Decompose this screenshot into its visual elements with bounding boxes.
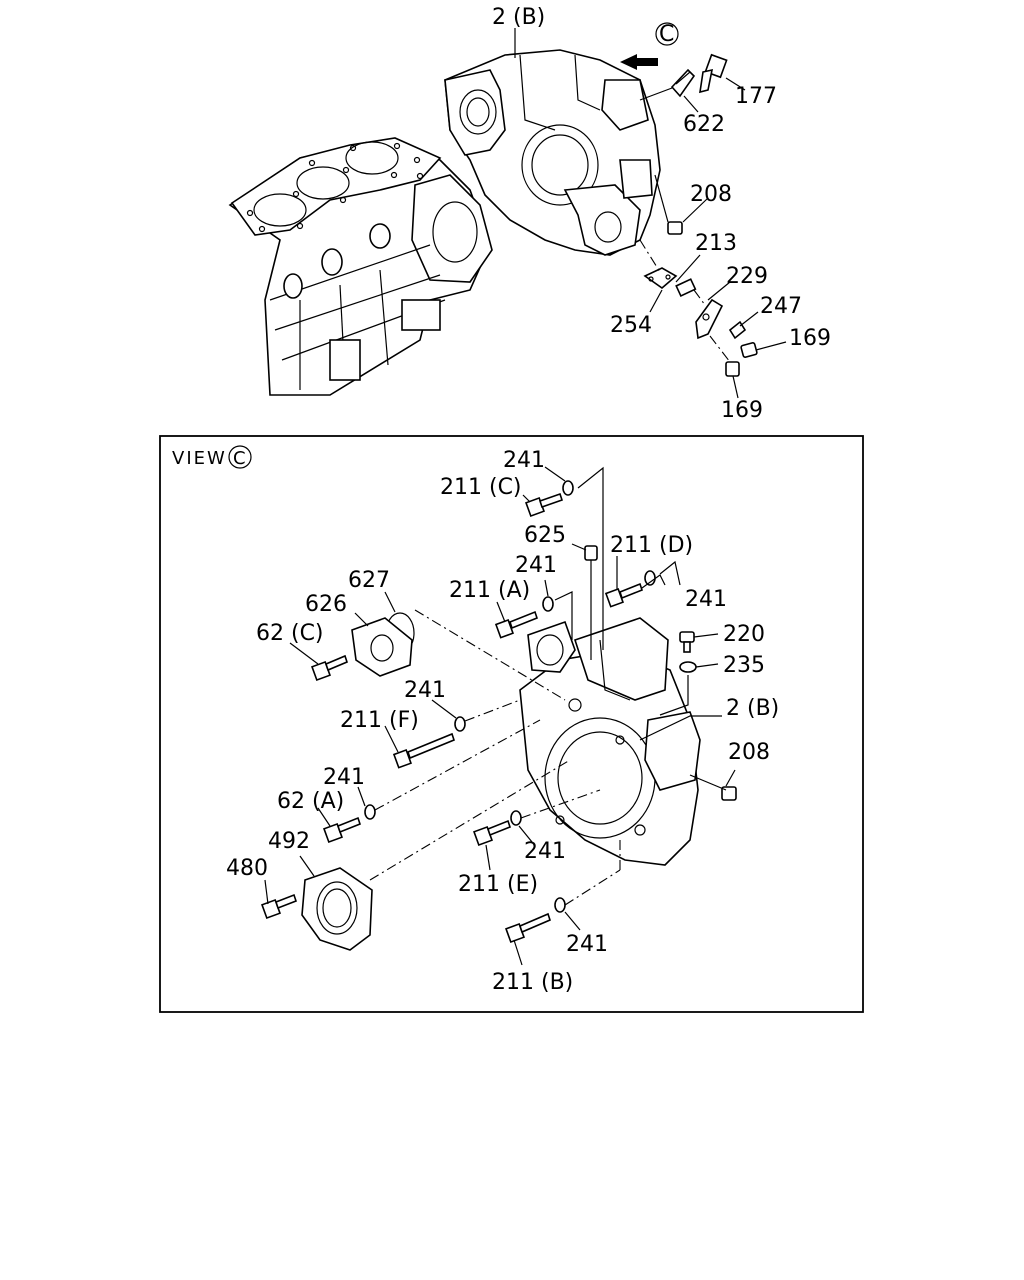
- label-241-62a: 241: [323, 765, 365, 790]
- part-229-bracket: [695, 298, 724, 340]
- label-177: 177: [735, 84, 777, 109]
- view-c-arrow: [620, 54, 658, 70]
- part-235-washer: [679, 661, 697, 673]
- view-labels: 241 211 (C) 625 211 (D) 241 627 211 (A) …: [226, 448, 779, 995]
- part-492-oil-seal-cover: [301, 867, 373, 951]
- part-241-washer-a: [542, 596, 554, 612]
- label-211c: 211 (C): [440, 475, 522, 500]
- part-211b-bolt: [505, 912, 551, 943]
- label-c-mark: C: [659, 22, 674, 47]
- label-2b: 2 (B): [492, 5, 545, 30]
- label-208: 208: [690, 182, 732, 207]
- engine-block-illustration: [228, 137, 493, 396]
- part-177-bolt: [699, 53, 728, 94]
- top-labels: 2 (B) C 177 622 208 213 229 247 254 169 …: [492, 5, 831, 423]
- label-627: 627: [348, 568, 390, 593]
- label-169-b: 169: [721, 398, 763, 423]
- part-622-sensor: [670, 68, 696, 98]
- part-211c-bolt: [525, 492, 564, 517]
- label-229: 229: [726, 264, 768, 289]
- label-62c: 62 (C): [256, 621, 324, 646]
- part-211f-bolt: [392, 732, 455, 769]
- label-62a: 62 (A): [277, 789, 344, 814]
- label-208-view: 208: [728, 740, 770, 765]
- view-title-circle: [228, 445, 252, 469]
- label-626: 626: [305, 592, 347, 617]
- label-211b: 211 (B): [492, 970, 573, 995]
- label-211e: 211 (E): [458, 872, 538, 897]
- label-241-e: 241: [524, 839, 566, 864]
- view-title: VIEW: [172, 448, 227, 469]
- label-169-a: 169: [789, 326, 831, 351]
- part-247-clip: [728, 320, 747, 340]
- label-211d: 211 (D): [610, 533, 693, 558]
- part-241-washer-f: [454, 716, 466, 732]
- part-211d-bolt: [604, 582, 643, 608]
- part-211e-bolt: [473, 819, 511, 846]
- view-title-mark: C: [233, 448, 246, 469]
- view-leader-lines: [264, 466, 736, 966]
- part-241-washer-62a: [364, 804, 376, 820]
- part-211a-bolt: [494, 610, 538, 639]
- part-241-washer-e: [510, 810, 522, 826]
- label-235: 235: [723, 653, 765, 678]
- part-208-plug: [667, 221, 683, 235]
- part-254-gasket: [643, 267, 678, 290]
- top-leader-lines: [514, 28, 787, 399]
- part-626-cover: [351, 617, 413, 677]
- label-241-a: 241: [515, 553, 557, 578]
- part-213-fitting: [675, 278, 697, 297]
- view-c-frame: [159, 435, 864, 1013]
- part-169-nut-b: [725, 361, 740, 377]
- label-211a: 211 (A): [449, 578, 530, 603]
- part-220-bolt: [679, 631, 695, 653]
- label-254: 254: [610, 313, 652, 338]
- part-169-nut-a: [740, 342, 758, 358]
- part-480-bolt: [261, 893, 297, 919]
- part-241-washer-top: [562, 480, 574, 496]
- label-625: 625: [524, 523, 566, 548]
- label-492: 492: [268, 829, 310, 854]
- part-241-washer-b: [554, 897, 566, 913]
- part-625-pin: [584, 545, 598, 561]
- label-241-f: 241: [404, 678, 446, 703]
- flywheel-housing-view: [519, 617, 701, 866]
- label-622: 622: [683, 112, 725, 137]
- label-241-b: 241: [566, 932, 608, 957]
- flywheel-housing-top-illustration: [444, 49, 661, 256]
- label-220: 220: [723, 622, 765, 647]
- part-62c-bolt: [311, 654, 348, 681]
- label-213: 213: [695, 231, 737, 256]
- label-241-top: 241: [503, 448, 545, 473]
- label-480: 480: [226, 856, 268, 881]
- view-c-circle-mark: [655, 22, 679, 46]
- label-211f: 211 (F): [340, 708, 419, 733]
- part-62a-bolt: [323, 816, 361, 843]
- label-247: 247: [760, 294, 802, 319]
- label-241-d: 241: [685, 587, 727, 612]
- label-2b-view: 2 (B): [726, 696, 779, 721]
